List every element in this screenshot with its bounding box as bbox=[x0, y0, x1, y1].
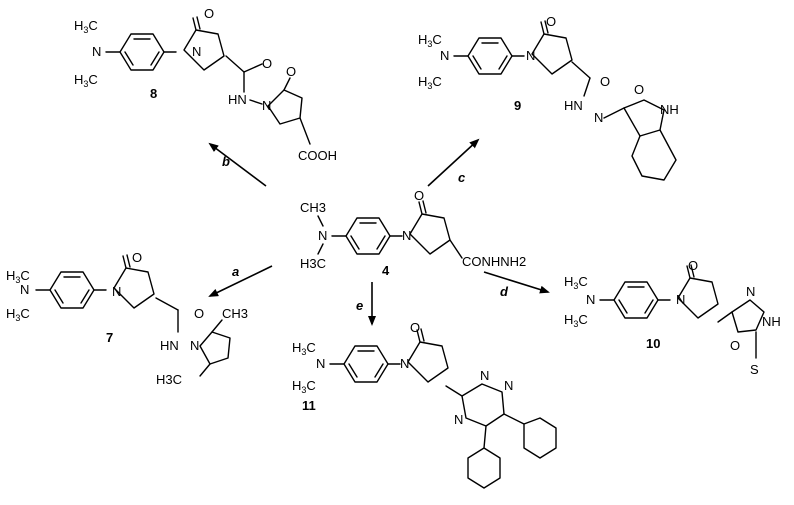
c11-triazine-n1: N bbox=[480, 368, 489, 383]
c8-amide-o: O bbox=[262, 56, 272, 71]
c9-nme2-n: N bbox=[440, 48, 449, 63]
c8-ring-n: N bbox=[192, 44, 201, 59]
compound-10: N H3C H3C N O N NH O S 10 bbox=[564, 258, 781, 377]
compound-11: N H3C H3C N O N N N 11 bbox=[292, 320, 557, 489]
c9-me-bottom: H3C bbox=[418, 74, 442, 91]
c4-me-top: CH3 bbox=[300, 200, 326, 215]
c10-oxadiazole-o: O bbox=[730, 338, 740, 353]
c8-nh: HN bbox=[228, 92, 247, 107]
c10-oxadiazole-n: N bbox=[746, 284, 755, 299]
c10-nme2-n: N bbox=[586, 292, 595, 307]
c7-me-top-pyrrole: CH3 bbox=[222, 306, 248, 321]
c11-me-top: H3C bbox=[292, 340, 316, 357]
c10-oxadiazole-nh: NH bbox=[762, 314, 781, 329]
c9-ring-o: O bbox=[546, 14, 556, 29]
compound-7: N H3C H3C N O O HN N CH3 H3C 7 bbox=[6, 250, 248, 387]
c11-number: 11 bbox=[302, 398, 316, 413]
c8-me-bottom: H3C bbox=[74, 72, 98, 89]
c8-ring2-n: N bbox=[262, 98, 271, 113]
c4-nme2-n: N bbox=[318, 228, 327, 243]
c4-ring-o: O bbox=[414, 188, 424, 203]
c8-acid: COOH bbox=[298, 148, 337, 163]
compound-8: N H3C H3C N O O HN N O COOH 8 bbox=[74, 6, 337, 163]
c10-ring-n: N bbox=[676, 292, 685, 307]
c4-ring-n: N bbox=[402, 228, 411, 243]
c11-triazine-n3: N bbox=[454, 412, 463, 427]
c9-number: 9 bbox=[514, 98, 521, 113]
c7-me-bottom: H3C bbox=[6, 306, 30, 323]
step-c-label: c bbox=[458, 170, 466, 185]
arrow-d bbox=[483, 271, 550, 294]
c9-indole-nh: NH bbox=[660, 102, 679, 117]
c7-ring-n: N bbox=[112, 284, 121, 299]
c11-ring-o: O bbox=[410, 320, 420, 335]
c10-me-top: H3C bbox=[564, 274, 588, 291]
reaction-arrows: b c a d e bbox=[208, 138, 550, 326]
c7-me-bottom-pyrrole: H3C bbox=[156, 372, 182, 387]
compound-4: N CH3 H3C N O CONHNH2 4 bbox=[300, 188, 526, 278]
c4-tail: CONHNH2 bbox=[462, 254, 526, 269]
arrow-b bbox=[208, 142, 267, 187]
step-e-label: e bbox=[356, 298, 363, 313]
step-a-label: a bbox=[232, 264, 239, 279]
c10-thione-s: S bbox=[750, 362, 759, 377]
c4-number: 4 bbox=[382, 263, 390, 278]
compound-9: N H3C H3C N O O HN N NH O 9 bbox=[418, 14, 679, 181]
c11-me-bottom: H3C bbox=[292, 378, 316, 395]
c7-nh: HN bbox=[160, 338, 179, 353]
c8-nme2-n: N bbox=[92, 44, 101, 59]
c7-me-top: H3C bbox=[6, 268, 30, 285]
arrow-c bbox=[427, 138, 480, 187]
c8-ring2-o: O bbox=[286, 64, 296, 79]
c8-ring-o: O bbox=[204, 6, 214, 21]
c7-ring-o: O bbox=[132, 250, 142, 265]
c4-me-bottom: H3C bbox=[300, 256, 326, 271]
c9-ring-n: N bbox=[526, 48, 535, 63]
c7-number: 7 bbox=[106, 330, 113, 345]
c8-me-top: H3C bbox=[74, 18, 98, 35]
c11-ring-n: N bbox=[400, 356, 409, 371]
c10-me-bottom: H3C bbox=[564, 312, 588, 329]
c9-indole-o: O bbox=[634, 82, 644, 97]
arrow-a bbox=[208, 265, 273, 297]
c8-number: 8 bbox=[150, 86, 157, 101]
step-b-label: b bbox=[222, 154, 230, 169]
c9-nh: HN bbox=[564, 98, 583, 113]
c9-hydrazone-n: N bbox=[594, 110, 603, 125]
c7-nme2-n: N bbox=[20, 282, 29, 297]
step-d-label: d bbox=[500, 284, 509, 299]
c10-number: 10 bbox=[646, 336, 660, 351]
c7-pyrrole-n: N bbox=[190, 338, 199, 353]
c9-me-top: H3C bbox=[418, 32, 442, 49]
c9-amide-o: O bbox=[600, 74, 610, 89]
c11-nme2-n: N bbox=[316, 356, 325, 371]
c10-ring-o: O bbox=[688, 258, 698, 273]
c11-triazine-n2: N bbox=[504, 378, 513, 393]
c7-amide-o: O bbox=[194, 306, 204, 321]
